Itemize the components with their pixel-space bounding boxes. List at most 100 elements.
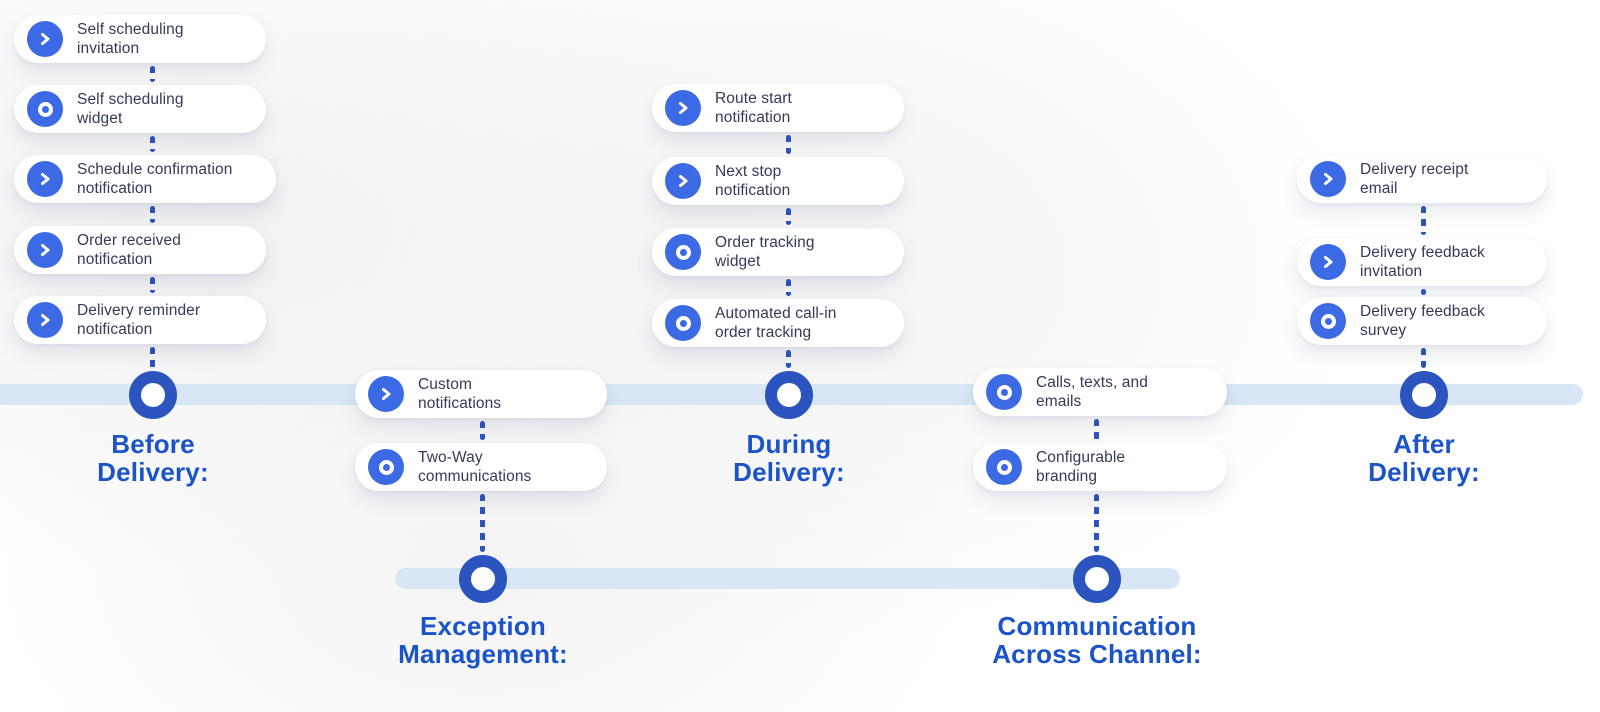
card-route-start-notification: Route start notification	[652, 84, 904, 132]
card-label-line: Two-Way	[418, 448, 483, 466]
dashed-connector	[786, 350, 791, 368]
dashed-connector	[150, 277, 155, 293]
chevron-icon	[27, 232, 63, 268]
milestone-after-delivery	[1400, 371, 1448, 419]
card-label-line: Order tracking	[715, 233, 815, 251]
chevron-icon	[1310, 244, 1346, 280]
card-label-line: Delivery feedback	[1360, 302, 1485, 320]
card-two-way-communications: Two-Way communications	[355, 443, 607, 491]
card-label-line: communications	[418, 468, 532, 485]
dashed-connector	[150, 206, 155, 223]
dashed-connector	[150, 347, 155, 368]
dashed-connector	[1421, 348, 1426, 368]
card-label-line: Configurable	[1036, 448, 1126, 466]
phase-title-exception-management: Exception Management:	[323, 612, 643, 668]
phase-title-line: Across Channel:	[992, 639, 1202, 669]
phase-title-line: Delivery:	[1368, 457, 1480, 487]
card-label: Schedule confirmation notification	[77, 160, 232, 199]
card-label-line: Automated call-in	[715, 304, 837, 322]
dashed-connector	[1094, 494, 1099, 552]
card-calls-texts-and-emails: Calls, texts, and emails	[973, 368, 1227, 416]
card-label: Order received notification	[77, 231, 181, 270]
card-label-line: order tracking	[715, 324, 812, 341]
card-label-line: notification	[77, 321, 153, 338]
card-label: Delivery feedback survey	[1360, 302, 1485, 341]
chevron-icon	[27, 21, 63, 57]
card-label-line: invitation	[1360, 263, 1423, 280]
card-delivery-feedback-survey: Delivery feedback survey	[1297, 297, 1547, 345]
card-order-received-notification: Order received notification	[14, 226, 266, 274]
card-delivery-feedback-invitation: Delivery feedback invitation	[1297, 238, 1547, 286]
card-label: Custom notifications	[418, 375, 501, 414]
milestone-during-delivery	[765, 371, 813, 419]
card-label-line: branding	[1036, 468, 1098, 485]
card-label-line: emails	[1036, 393, 1082, 410]
card-label-line: notifications	[418, 395, 502, 412]
chevron-icon	[368, 376, 404, 412]
dashed-connector	[480, 421, 485, 440]
ring-icon	[986, 374, 1022, 410]
ring-icon	[27, 91, 63, 127]
card-self-scheduling-invitation: Self scheduling invitation	[14, 15, 266, 63]
dashed-connector	[1094, 419, 1099, 440]
card-label-line: Delivery feedback	[1360, 243, 1485, 261]
card-label: Next stop notification	[715, 162, 790, 201]
dashed-connector	[786, 208, 791, 225]
ring-icon	[665, 234, 701, 270]
card-label: Automated call-in order tracking	[715, 304, 836, 343]
card-label-line: Self scheduling	[77, 20, 184, 38]
card-label: Delivery feedback invitation	[1360, 243, 1485, 282]
card-automated-call-in-order-tracking: Automated call-in order tracking	[652, 299, 904, 347]
ring-icon	[368, 449, 404, 485]
chevron-icon	[27, 161, 63, 197]
card-label: Delivery receipt email	[1360, 160, 1468, 199]
phase-title-line: Management:	[398, 639, 568, 669]
phase-title-line: Communication	[997, 611, 1197, 641]
card-label: Delivery reminder notification	[77, 301, 200, 340]
dashed-connector	[786, 135, 791, 154]
card-next-stop-notification: Next stop notification	[652, 157, 904, 205]
card-delivery-reminder-notification: Delivery reminder notification	[14, 296, 266, 344]
card-configurable-branding: Configurable branding	[973, 443, 1227, 491]
card-label-line: Route start	[715, 89, 792, 107]
card-label-line: notification	[715, 109, 791, 126]
chevron-icon	[1310, 161, 1346, 197]
card-label: Calls, texts, and emails	[1036, 373, 1148, 412]
card-label-line: invitation	[77, 40, 140, 57]
phase-title-line: Delivery:	[733, 457, 845, 487]
dashed-connector	[1421, 289, 1426, 295]
card-label: Self scheduling invitation	[77, 20, 184, 59]
card-schedule-confirmation-notification: Schedule confirmation notification	[14, 155, 276, 203]
phase-title-line: Delivery:	[97, 457, 209, 487]
card-label-line: survey	[1360, 322, 1407, 339]
card-label-line: Calls, texts, and	[1036, 373, 1148, 391]
phase-title-after-delivery: After Delivery:	[1264, 430, 1584, 486]
card-label-line: notification	[77, 180, 153, 197]
card-label-line: notification	[77, 251, 153, 268]
phase-title-communication-across-channel: Communication Across Channel:	[937, 612, 1257, 668]
dashed-connector	[786, 279, 791, 296]
dashed-connector	[1421, 206, 1426, 235]
phase-title-line: Exception	[419, 611, 547, 641]
card-label-line: Delivery receipt	[1360, 160, 1469, 178]
card-label-line: Schedule confirmation	[77, 160, 233, 178]
card-label-line: widget	[77, 110, 123, 127]
dashed-connector	[150, 66, 155, 82]
card-label: Order tracking widget	[715, 233, 815, 272]
card-self-scheduling-widget: Self scheduling widget	[14, 85, 266, 133]
phase-title-line: After	[1393, 429, 1455, 459]
ring-icon	[986, 449, 1022, 485]
chevron-icon	[27, 302, 63, 338]
phase-title-line: Before	[111, 429, 195, 459]
card-label: Route start notification	[715, 89, 792, 128]
dashed-connector	[480, 494, 485, 552]
card-custom-notifications: Custom notifications	[355, 370, 607, 418]
card-label-line: notification	[715, 182, 791, 199]
card-label: Configurable branding	[1036, 448, 1125, 487]
phase-title-line: During	[746, 429, 832, 459]
milestone-communication-across-channel	[1073, 555, 1121, 603]
milestone-exception-management	[459, 555, 507, 603]
card-label-line: email	[1360, 180, 1398, 197]
card-label: Self scheduling widget	[77, 90, 184, 129]
